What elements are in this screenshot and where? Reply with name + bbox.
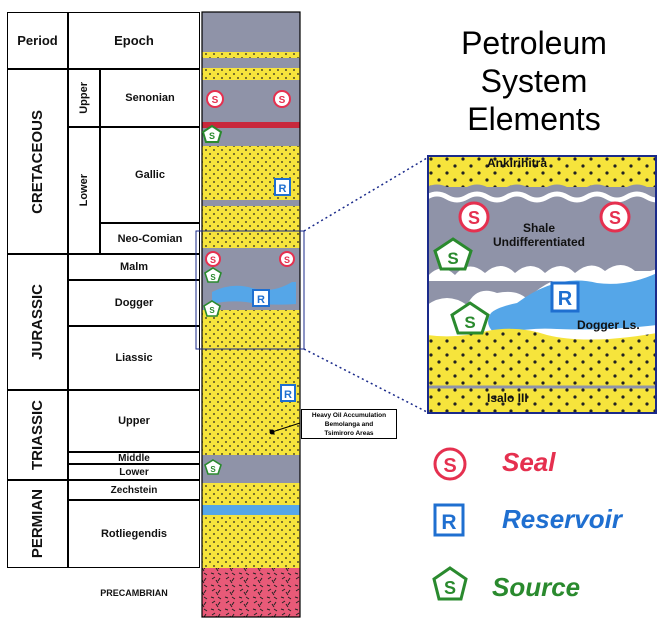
period-permian: PERMIAN	[7, 480, 68, 568]
title-line: System	[480, 63, 588, 99]
seal-legend-icon: S	[433, 447, 467, 481]
reservoir-legend-icon: R	[433, 503, 465, 537]
svg-text:R: R	[279, 183, 287, 195]
source-marker: S	[450, 301, 490, 335]
title-line: Elements	[467, 101, 601, 137]
source-marker: S	[204, 459, 222, 475]
source-legend-icon: S	[432, 566, 468, 601]
zoom-label-line: Shale	[522, 221, 555, 235]
callout-line: Bemolanga and	[324, 421, 374, 428]
period-triassic: TRIASSIC	[7, 390, 68, 480]
svg-text:S: S	[443, 455, 456, 477]
seal-marker: S	[458, 201, 490, 233]
epoch-senonian: Senonian	[100, 69, 200, 127]
callout-line: Heavy Oil Accumulation	[311, 412, 387, 419]
source-legend-label: Source	[492, 572, 581, 602]
zoom-label-line: Undifferentiated	[492, 235, 585, 249]
title-line: Petroleum	[461, 25, 607, 61]
source-marker: S	[203, 300, 221, 317]
svg-text:S: S	[609, 208, 621, 228]
epoch-gallic: Gallic	[100, 127, 200, 223]
period-jurassic: JURASSIC	[7, 254, 68, 390]
seal-marker: S	[279, 251, 295, 267]
callout-line: Tsimiroro Areas	[324, 430, 374, 437]
svg-text:S: S	[444, 578, 456, 598]
seal-marker: S	[599, 201, 631, 233]
reservoir-marker: R	[252, 289, 270, 307]
epoch-triassic-lower: Lower	[68, 464, 200, 480]
epoch-precambrian: PRECAMBRIAN	[100, 588, 168, 598]
svg-text:S: S	[279, 95, 286, 106]
epoch-liassic: Liassic	[68, 326, 200, 390]
epoch-triassic-middle: Middle	[68, 452, 200, 464]
seal-marker: S	[206, 90, 224, 108]
subperiod-lower: Lower	[68, 127, 100, 254]
epoch-neocomian: Neo-Comian	[100, 223, 200, 254]
reservoir-marker: R	[274, 178, 291, 196]
zoom-label-isalo: Isalo III	[487, 391, 528, 405]
svg-text:S: S	[468, 208, 480, 228]
epoch-dogger: Dogger	[68, 280, 200, 326]
svg-text:S: S	[464, 313, 475, 332]
source-marker: S	[204, 267, 222, 283]
svg-text:R: R	[441, 511, 456, 534]
seal-legend-label: Seal	[502, 447, 556, 477]
epoch-zechstein: Zechstein	[68, 480, 200, 500]
reservoir-legend-label: Reservoir	[502, 504, 622, 534]
svg-text:R: R	[257, 294, 265, 306]
svg-text:S: S	[284, 255, 290, 265]
seal-marker: S	[273, 90, 291, 108]
reservoir-marker: R	[280, 384, 296, 402]
epoch-header: Epoch	[68, 12, 200, 69]
svg-text:S: S	[210, 465, 216, 474]
zoom-label-shale: Shale Undifferentiated	[489, 221, 589, 249]
period-header: Period	[7, 12, 68, 69]
svg-text:R: R	[558, 288, 573, 310]
svg-text:S: S	[210, 255, 216, 265]
source-marker: S	[433, 237, 473, 271]
svg-text:S: S	[447, 249, 458, 268]
svg-text:S: S	[209, 306, 215, 315]
subperiod-upper: Upper	[68, 69, 100, 127]
epoch-rotliegendis: Rotliegendis	[68, 500, 200, 568]
reservoir-marker: R	[550, 281, 580, 313]
zoom-label-ankirihitra: Ankirihitra	[487, 156, 548, 170]
heavy-oil-callout: Heavy Oil Accumulation Bemolanga and Tsi…	[301, 409, 397, 439]
seal-marker: S	[205, 251, 221, 267]
svg-text:R: R	[284, 389, 292, 401]
period-cretaceous: CRETACEOUS	[7, 69, 68, 254]
zoom-panel: S S S S R	[427, 155, 657, 414]
epoch-malm: Malm	[68, 254, 200, 280]
svg-text:S: S	[209, 131, 215, 141]
epoch-triassic-upper: Upper	[68, 390, 200, 452]
source-marker: S	[201, 124, 223, 143]
svg-text:S: S	[210, 273, 216, 282]
svg-text:S: S	[212, 95, 219, 106]
zoom-label-dogger: Dogger Ls.	[577, 318, 640, 332]
page-title: Petroleum System Elements	[432, 24, 636, 138]
